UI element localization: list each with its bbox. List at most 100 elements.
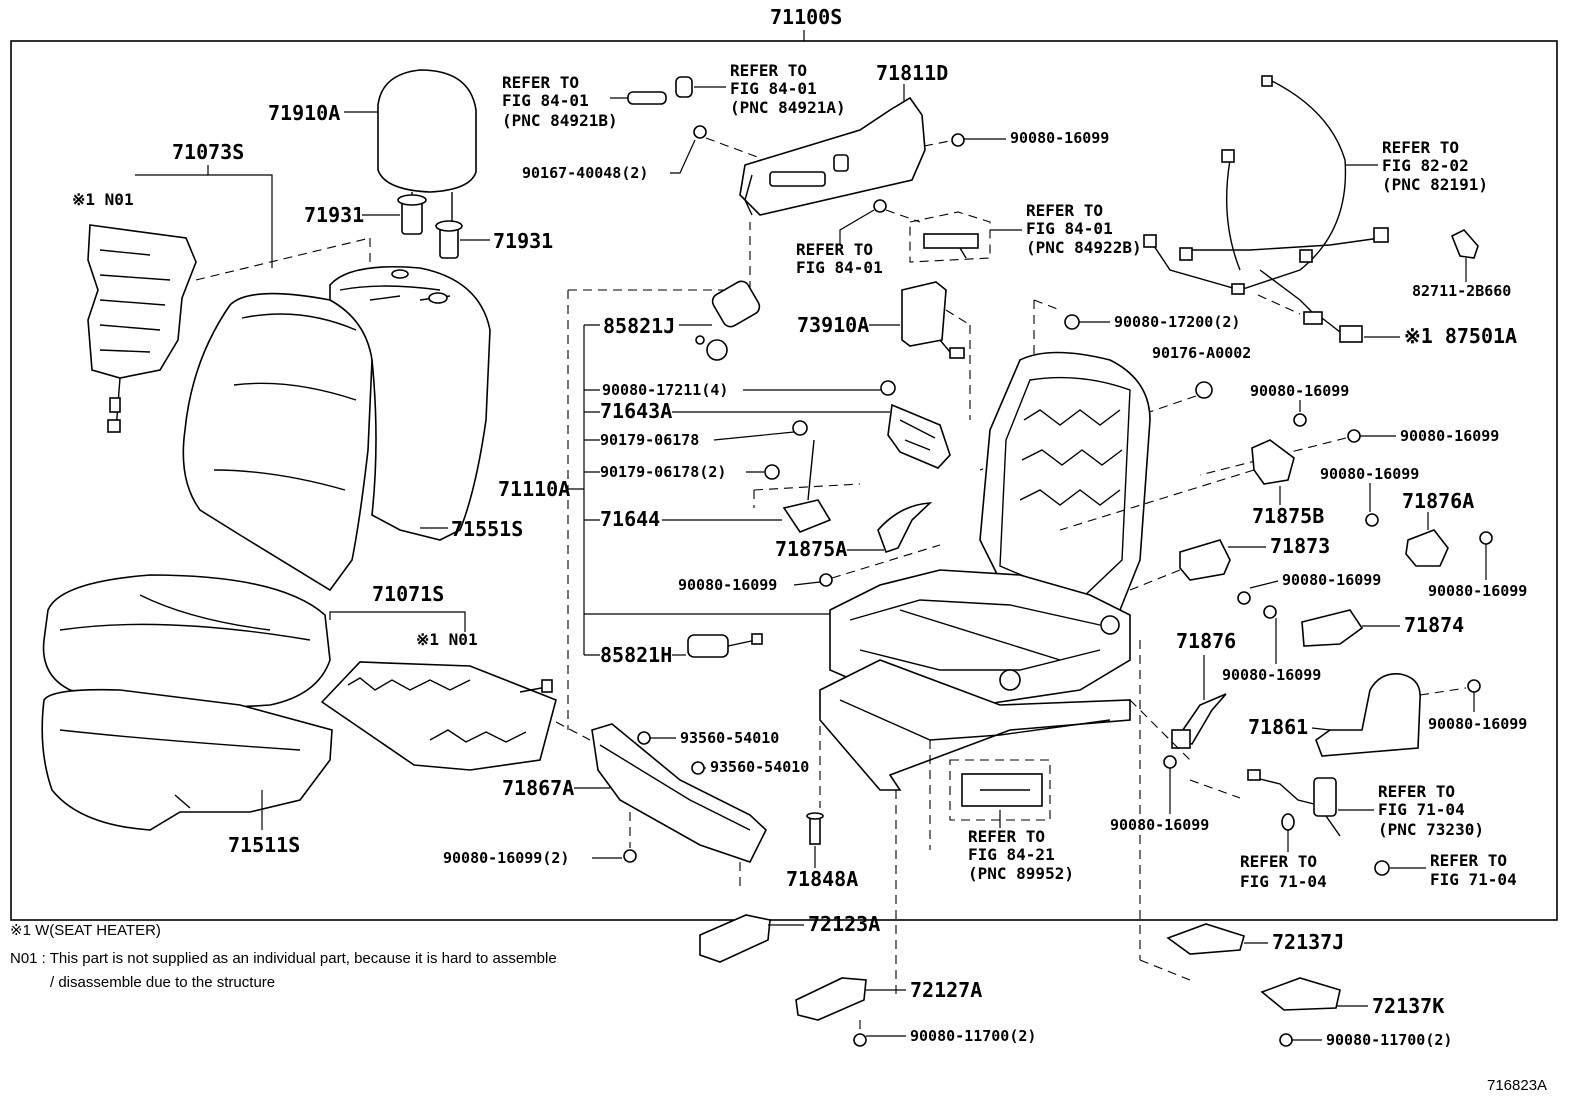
cover-72127A[interactable]: [795, 977, 867, 1021]
part-90080-16099-r3[interactable]: 90080-16099: [1320, 465, 1419, 483]
part-85821H[interactable]: 85821H: [600, 643, 672, 667]
part-85821J[interactable]: 85821J: [603, 314, 675, 338]
headrest[interactable]: [377, 69, 477, 230]
nut-90080-17211[interactable]: [880, 380, 896, 396]
switch-84922B[interactable]: [909, 211, 991, 263]
screw-90080-11700-b[interactable]: [1279, 1033, 1293, 1047]
part-71931-b[interactable]: 71931: [493, 229, 553, 253]
cover-72123A[interactable]: [699, 914, 771, 963]
refer-fig-71-04-a[interactable]: REFER TO FIG 71-04: [1240, 852, 1327, 891]
refer-fig-84-01-pnc-84921B[interactable]: REFER TO FIG 84-01 (PNC 84921B): [502, 73, 618, 130]
nut-90179-06178-b[interactable]: [764, 464, 780, 480]
part-71848A[interactable]: 71848A: [786, 867, 858, 891]
part-71811D[interactable]: 71811D: [876, 61, 948, 85]
screw-90080-16099-r2[interactable]: [1347, 429, 1361, 443]
part-71873[interactable]: 71873: [1270, 534, 1330, 558]
motor-85821H[interactable]: [687, 633, 763, 658]
nut-fig-71-04[interactable]: [1374, 860, 1390, 876]
nut-90080-17200[interactable]: [1064, 314, 1080, 330]
part-71073S[interactable]: 71073S: [172, 140, 244, 164]
side-cover-71811D[interactable]: [739, 96, 926, 216]
seat-cushion-cover[interactable]: [42, 574, 331, 709]
backrest-cover[interactable]: [182, 292, 373, 592]
part-71875B[interactable]: 71875B: [1252, 504, 1324, 528]
cover-71873[interactable]: [1179, 539, 1231, 581]
part-71874[interactable]: 71874: [1404, 613, 1464, 637]
part-71876A[interactable]: 71876A: [1402, 489, 1474, 513]
part-71876[interactable]: 71876: [1176, 629, 1236, 653]
screw-90167-40048[interactable]: [693, 125, 707, 139]
screw-90080-16099-r6[interactable]: [1263, 605, 1277, 619]
link-71644[interactable]: [782, 439, 832, 533]
screw-90080-16099-top[interactable]: [951, 133, 965, 147]
bolt-90080-16099-2[interactable]: [623, 849, 637, 863]
screw-90080-16099-r3[interactable]: [1365, 513, 1379, 527]
cover-72137J[interactable]: [1166, 923, 1245, 955]
refer-fig-84-01-pnc-84921A[interactable]: REFER TO FIG 84-01 (PNC 84921A): [730, 61, 846, 117]
refer-fig-84-01-a[interactable]: REFER TO FIG 84-01: [796, 240, 883, 277]
part-90080-17211[interactable]: 90080-17211(4): [602, 381, 728, 399]
part-90179-06178-b[interactable]: 90179-06178(2): [600, 463, 726, 481]
part-71875A[interactable]: 71875A: [775, 537, 847, 561]
part-87501A[interactable]: ※1 87501A: [1404, 324, 1517, 348]
part-72137J[interactable]: 72137J: [1272, 930, 1344, 954]
screw-93560-a[interactable]: [637, 731, 651, 745]
clip-82711-2B660[interactable]: [1450, 229, 1479, 259]
connector-87501A[interactable]: [1303, 311, 1363, 343]
seat-track-rails[interactable]: [819, 659, 1131, 791]
part-90080-16099-2[interactable]: 90080-16099(2): [443, 849, 569, 867]
switch-knob-84921A[interactable]: [675, 76, 693, 98]
part-72127A[interactable]: 72127A: [910, 978, 982, 1002]
assembly-number[interactable]: 71100S: [770, 5, 842, 29]
bracket-71643A[interactable]: [887, 403, 951, 469]
part-73910A[interactable]: 73910A: [797, 313, 869, 337]
screw-fig-84-01[interactable]: [873, 199, 887, 213]
front-cover-71867A[interactable]: [591, 723, 767, 863]
screw-93560-b[interactable]: [691, 761, 705, 775]
part-90080-11700-b[interactable]: 90080-11700(2): [1326, 1031, 1452, 1049]
bolt-90080-16099-c[interactable]: [819, 573, 833, 587]
part-71511S[interactable]: 71511S: [228, 833, 300, 857]
seat-belt-buckle[interactable]: [1247, 769, 1341, 837]
headrest-support-a[interactable]: [397, 194, 427, 235]
ecu-89952[interactable]: [949, 759, 1051, 821]
part-71110A[interactable]: 71110A: [498, 477, 570, 501]
part-90167-40048[interactable]: 90167-40048(2): [522, 164, 648, 182]
backrest-heater-element[interactable]: [87, 224, 197, 433]
cover-71876A[interactable]: [1405, 529, 1449, 567]
cover-72137K[interactable]: [1260, 977, 1341, 1011]
part-71910A[interactable]: 71910A: [268, 101, 340, 125]
part-93560-b[interactable]: 93560-54010: [710, 758, 809, 776]
part-71861[interactable]: 71861: [1248, 715, 1308, 739]
cover-71875B[interactable]: [1251, 439, 1295, 485]
part-90080-16099-r4[interactable]: 90080-16099: [1428, 582, 1527, 600]
part-72123A[interactable]: 72123A: [808, 912, 880, 936]
switch-knob-84921B[interactable]: [627, 91, 667, 105]
refer-fig-82-02-pnc-82191[interactable]: REFER TO FIG 82-02 (PNC 82191): [1382, 138, 1488, 194]
screw-90080-16099-r5[interactable]: [1237, 591, 1251, 605]
screw-90080-16099-r4[interactable]: [1479, 531, 1493, 545]
part-90080-16099-r8[interactable]: 90080-16099: [1428, 715, 1527, 733]
part-90179-06178-a[interactable]: 90179-06178: [600, 431, 699, 449]
side-cover-71861[interactable]: [1315, 673, 1421, 757]
part-71071S[interactable]: 71071S: [372, 582, 444, 606]
part-90080-16099-r6[interactable]: 90080-16099: [1222, 666, 1321, 684]
part-72137K[interactable]: 72137K: [1372, 994, 1444, 1018]
part-71551S[interactable]: 71551S: [451, 517, 523, 541]
seat-heater-element[interactable]: [320, 661, 557, 771]
nut-90176-A0002[interactable]: [1195, 381, 1213, 399]
refer-fig-84-01-pnc-84922B[interactable]: REFER TO FIG 84-01 (PNC 84922B): [1026, 201, 1142, 257]
screw-90080-16099-r1[interactable]: [1293, 413, 1307, 427]
nut-90179-06178-a[interactable]: [792, 420, 808, 436]
backrest-pad[interactable]: [329, 265, 491, 541]
part-90080-16099-r7[interactable]: 90080-16099: [1110, 816, 1209, 834]
part-90080-17200[interactable]: 90080-17200(2): [1114, 313, 1240, 331]
pin-71848A[interactable]: [806, 812, 824, 845]
part-82711-2B660[interactable]: 82711-2B660: [1412, 282, 1511, 300]
part-90080-16099-r5[interactable]: 90080-16099: [1282, 571, 1381, 589]
part-71643A[interactable]: 71643A: [600, 399, 672, 423]
part-93560-a[interactable]: 93560-54010: [680, 729, 779, 747]
part-71931-a[interactable]: 71931: [304, 203, 364, 227]
part-90080-16099-c[interactable]: 90080-16099: [678, 576, 777, 594]
part-71867A[interactable]: 71867A: [502, 776, 574, 800]
